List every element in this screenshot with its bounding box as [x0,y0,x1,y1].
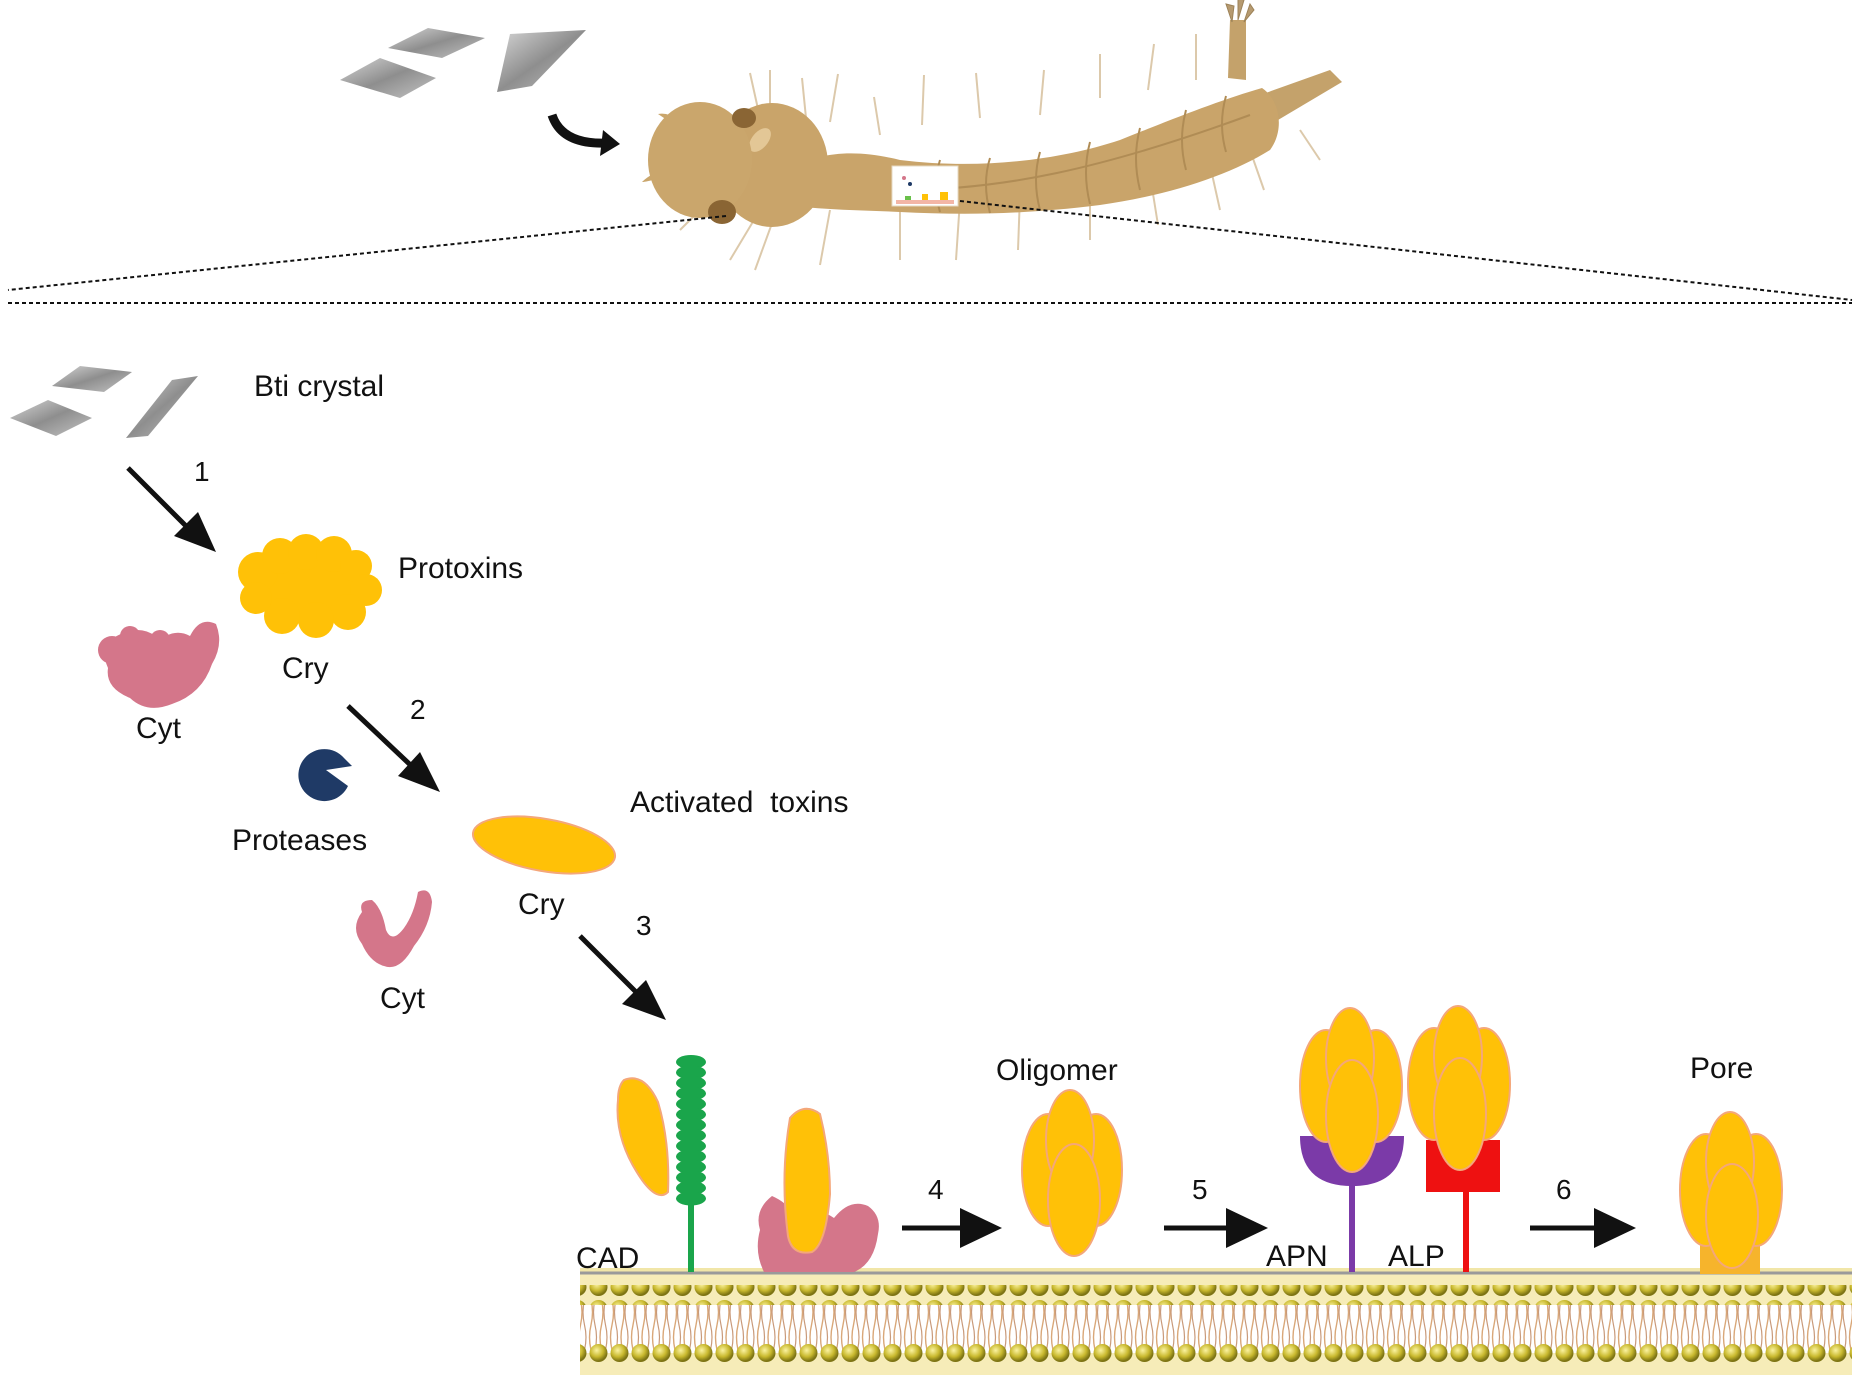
cad-receptor [616,1055,706,1272]
label-cyt-activated: Cyt [380,982,425,1015]
alp-receptor [1407,1005,1511,1272]
step-number-2: 2 [410,694,426,725]
activated-cry [471,815,617,875]
oligomer [1021,1089,1123,1257]
label-apn: APN [1266,1240,1328,1273]
arrow-step-4 [902,1208,1002,1248]
label-bti-crystal: Bti crystal [254,370,385,403]
cad-bead [676,1055,706,1069]
label-cyt-protoxin: Cyt [136,712,181,745]
cad-bead [676,1107,706,1122]
apn-receptor [1299,1007,1404,1272]
cad-bead [676,1128,706,1143]
step-number-6: 6 [1556,1174,1572,1205]
mosquito-larva [642,0,1342,271]
activated-cyt [356,890,432,968]
cad-bead [676,1118,706,1132]
protoxin-cyt [98,621,220,708]
cad-bead [676,1170,706,1185]
cell-membrane [580,1268,1852,1375]
cad-bead [676,1160,706,1174]
label-oligomer: Oligomer [996,1054,1118,1087]
cad-bead [676,1149,706,1164]
cry-cyt-complex [757,1107,879,1272]
arrow-step-6 [1530,1208,1636,1248]
cad-bead [676,1097,706,1111]
cad-bead [676,1086,706,1101]
arrow-step-5 [1164,1208,1268,1248]
bti-crystals-top [340,28,586,98]
arrow-step-3 [578,934,666,1020]
zoom-guide-lines [7,200,1853,304]
label-protoxins: Protoxins [398,552,524,585]
cad-bead [676,1076,706,1090]
ingestion-arrow-icon [547,113,620,156]
step-number-5: 5 [1192,1174,1208,1205]
arrow-step-2 [346,704,440,792]
pore [1679,1111,1783,1274]
protease-icon [298,749,352,802]
label-cry-protoxin: Cry [282,652,329,685]
label-activated-toxins: Activated toxins [630,786,849,819]
protoxin-cry [238,534,382,638]
label-cad: CAD [576,1242,640,1275]
label-cry-activated: Cry [518,888,565,921]
label-pore: Pore [1690,1052,1754,1085]
cad-bead [676,1181,706,1195]
arrow-step-1 [126,466,216,552]
step-number-1: 1 [194,456,210,487]
label-proteases: Proteases [232,824,368,857]
cad-bead [676,1065,706,1080]
cad-bead [676,1191,706,1206]
step-number-4: 4 [928,1174,944,1205]
bti-crystals [10,366,198,438]
cad-bead [676,1139,706,1153]
step-number-3: 3 [636,910,652,941]
label-alp: ALP [1388,1240,1445,1273]
